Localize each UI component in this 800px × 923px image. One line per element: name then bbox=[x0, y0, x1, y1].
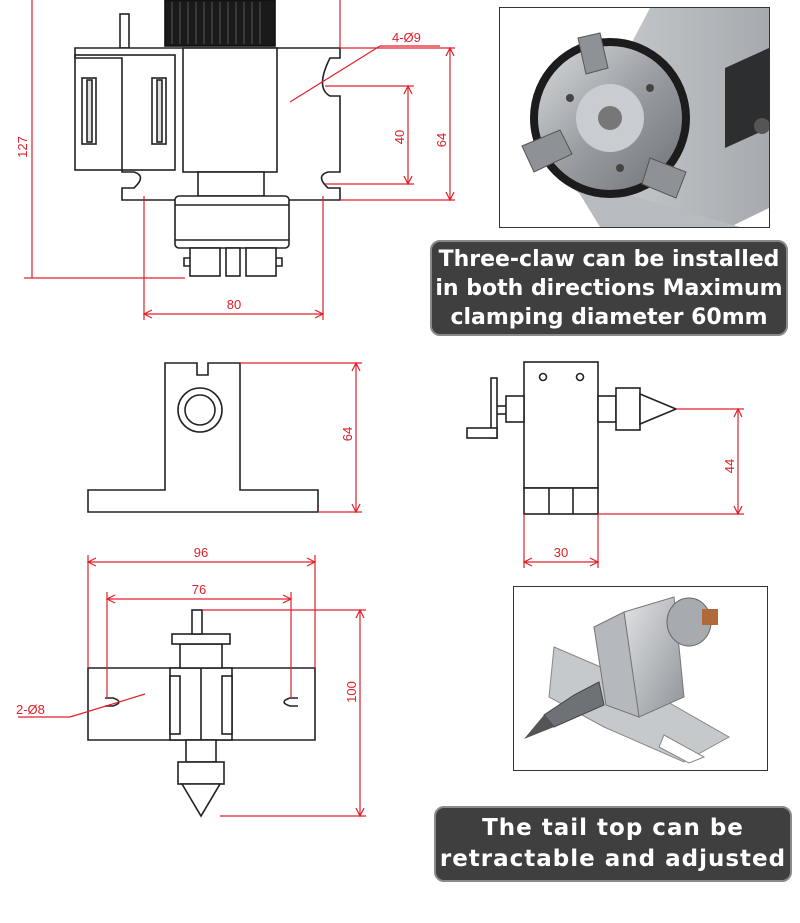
tailstock-side-dimensions bbox=[522, 407, 744, 568]
chuck-caption-line-3: clamping diameter 60mm bbox=[450, 304, 768, 330]
dim-96: 96 bbox=[194, 545, 208, 560]
chuck-caption: Three-claw can be installed in both dire… bbox=[430, 240, 788, 336]
tailstock-side-drawing bbox=[466, 361, 679, 515]
tail-caption: The tail top can be retractable and adju… bbox=[434, 806, 792, 882]
chuck-caption-line-2: in both directions Maximum bbox=[435, 275, 783, 301]
tailstock-photo-illustration bbox=[514, 587, 767, 770]
dim-64-bracket: 64 bbox=[340, 427, 355, 441]
dim-80: 80 bbox=[227, 297, 241, 312]
hole-label-2x8: 2-Ø8 bbox=[16, 702, 45, 717]
hole-label-4x9: 4-Ø9 bbox=[392, 30, 421, 45]
tail-caption-line-2: retractable and adjusted bbox=[439, 846, 787, 872]
chuck-caption-line-1: Three-claw can be installed bbox=[438, 246, 780, 272]
rotary-axis-dimensions bbox=[24, 0, 455, 320]
dim-40: 40 bbox=[392, 130, 407, 144]
rotary-axis-drawing bbox=[74, 0, 341, 277]
tailstock-photo bbox=[513, 586, 768, 771]
tailstock-top-dimensions bbox=[18, 555, 366, 818]
dim-30: 30 bbox=[554, 545, 568, 560]
chuck-photo bbox=[499, 7, 770, 228]
tailstock-top-drawing bbox=[87, 609, 316, 818]
chuck-photo-illustration bbox=[500, 8, 769, 227]
dim-44: 44 bbox=[722, 459, 737, 473]
dim-64-top: 64 bbox=[434, 133, 449, 147]
dim-76: 76 bbox=[192, 582, 206, 597]
bracket-drawing bbox=[87, 362, 319, 513]
tail-caption-line-1: The tail top can be bbox=[482, 815, 744, 841]
dim-100: 100 bbox=[344, 681, 359, 703]
bracket-dimensions bbox=[240, 361, 362, 514]
dim-127: 127 bbox=[15, 136, 30, 158]
